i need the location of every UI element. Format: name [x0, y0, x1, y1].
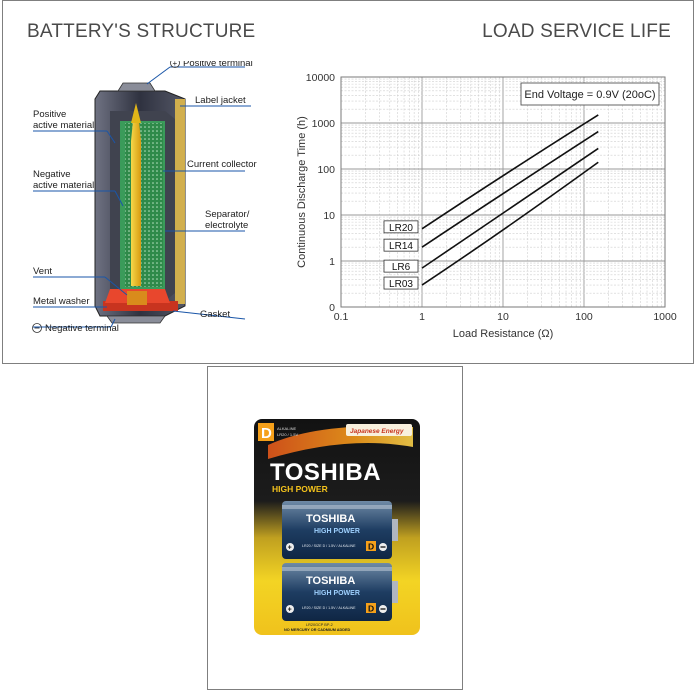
- label-label-jacket: Label jacket: [195, 95, 246, 106]
- y-tick-label: 1000: [312, 118, 336, 130]
- japanese-energy-badge: Japanese Energy: [350, 428, 404, 435]
- annotation-box: [520, 82, 660, 106]
- plus-icon: [286, 605, 294, 613]
- cell-1-size: D: [368, 542, 374, 552]
- x-axis-label: Load Resistance (Ω): [453, 328, 554, 340]
- svg-text:+: +: [173, 61, 178, 68]
- series-label-box: [383, 276, 419, 290]
- svg-text:+: +: [288, 545, 292, 552]
- series-label-lr20: LR20: [389, 223, 413, 234]
- x-tick-label: 10: [497, 311, 509, 323]
- package-small-2: LR20 / 1.5V: [277, 432, 298, 437]
- series-label-lr14: LR14: [389, 241, 413, 252]
- plus-icon: [170, 61, 180, 68]
- annotation-text: End Voltage = 0.9V (20oC): [524, 89, 655, 101]
- y-tick-label: 0: [329, 302, 335, 314]
- label-negative-active-1: Negative: [33, 169, 71, 180]
- label-positive-active-1: Positive: [33, 109, 66, 120]
- chart-annotation: End Voltage = 0.9V (20oC): [520, 82, 660, 106]
- cell-2-small: LR20 / SIZE D / 1.5V / ALKALINE: [302, 606, 356, 610]
- package-footer-1: LR20GCP BP-2: [306, 623, 333, 627]
- x-tick-label: 1: [419, 311, 425, 323]
- plus-icon: [286, 543, 294, 551]
- series-label-box: [383, 238, 419, 252]
- cell-2-size: D: [368, 604, 374, 614]
- y-tick-label: 10: [323, 210, 335, 222]
- leader-lines: [33, 66, 251, 328]
- battery-cell-1: TOSHIBA HIGH POWER LR20 / SIZE D / 1.5V …: [282, 501, 398, 559]
- series-line-lr6: [421, 147, 599, 269]
- minus-icon: [32, 323, 42, 333]
- y-tick-label: 1: [329, 256, 335, 268]
- x-tick-label: 100: [575, 311, 593, 323]
- cell-1-brand: TOSHIBA: [306, 513, 355, 525]
- label-separator-2: electrolyte: [205, 220, 248, 231]
- label-separator-1: Separator/: [205, 209, 250, 220]
- battery-structure-diagram: + Positive terminal Label jacket Positiv…: [32, 61, 257, 334]
- battery-can: [94, 82, 186, 324]
- top-panel: BATTERY'S STRUCTURE LOAD SERVICE LIFE: [2, 0, 694, 364]
- label-vent: Vent: [33, 266, 52, 277]
- cell-2-line: HIGH POWER: [314, 590, 360, 597]
- cell-1-small: LR20 / SIZE D / 1.5V / ALKALINE: [302, 544, 356, 548]
- series-label-box: [383, 259, 419, 273]
- y-tick-label: 100: [317, 164, 335, 176]
- package-footer-2: NO MERCURY OR CADMIUM ADDED: [284, 628, 351, 632]
- battery-cell-2: TOSHIBA HIGH POWER LR20 / SIZE D / 1.5V …: [282, 563, 398, 621]
- series-line-lr20: [421, 114, 599, 230]
- y-axis-label: Continuous Discharge Time (h): [296, 116, 308, 268]
- label-negative-terminal: Negative terminal: [45, 323, 119, 334]
- label-positive-terminal: Positive terminal: [183, 61, 253, 69]
- series-line-lr14: [421, 130, 599, 248]
- package-line: HIGH POWER: [272, 484, 328, 494]
- x-tick-label: 1000: [653, 311, 677, 323]
- label-metal-washer: Metal washer: [33, 296, 90, 307]
- cell-1-line: HIGH POWER: [314, 528, 360, 535]
- bottom-panel: D ALKALINE LR20 / 1.5V Japanese Energy T…: [207, 366, 463, 690]
- label-gasket: Gasket: [200, 309, 230, 320]
- label-current-collector: Current collector: [187, 159, 257, 170]
- package-brand: TOSHIBA: [270, 459, 381, 486]
- y-tick-label: 10000: [306, 72, 335, 84]
- svg-text:+: +: [288, 607, 292, 614]
- chart-title: LOAD SERVICE LIFE: [482, 21, 671, 42]
- label-positive-active-2: active material: [33, 120, 94, 131]
- cell-2-brand: TOSHIBA: [306, 575, 355, 587]
- package-small-1: ALKALINE: [277, 426, 296, 431]
- series-label-lr03: LR03: [389, 279, 413, 290]
- x-tick-label: 0.1: [334, 311, 349, 323]
- product-package: D ALKALINE LR20 / 1.5V Japanese Energy T…: [254, 419, 420, 635]
- series-line-lr03: [421, 161, 599, 286]
- series-label-lr6: LR6: [392, 262, 411, 273]
- size-letter: D: [261, 425, 272, 442]
- plot-frame: [340, 76, 666, 308]
- series-label-box: [383, 220, 419, 234]
- label-negative-active-2: active material: [33, 180, 94, 191]
- structure-title: BATTERY'S STRUCTURE: [27, 21, 256, 42]
